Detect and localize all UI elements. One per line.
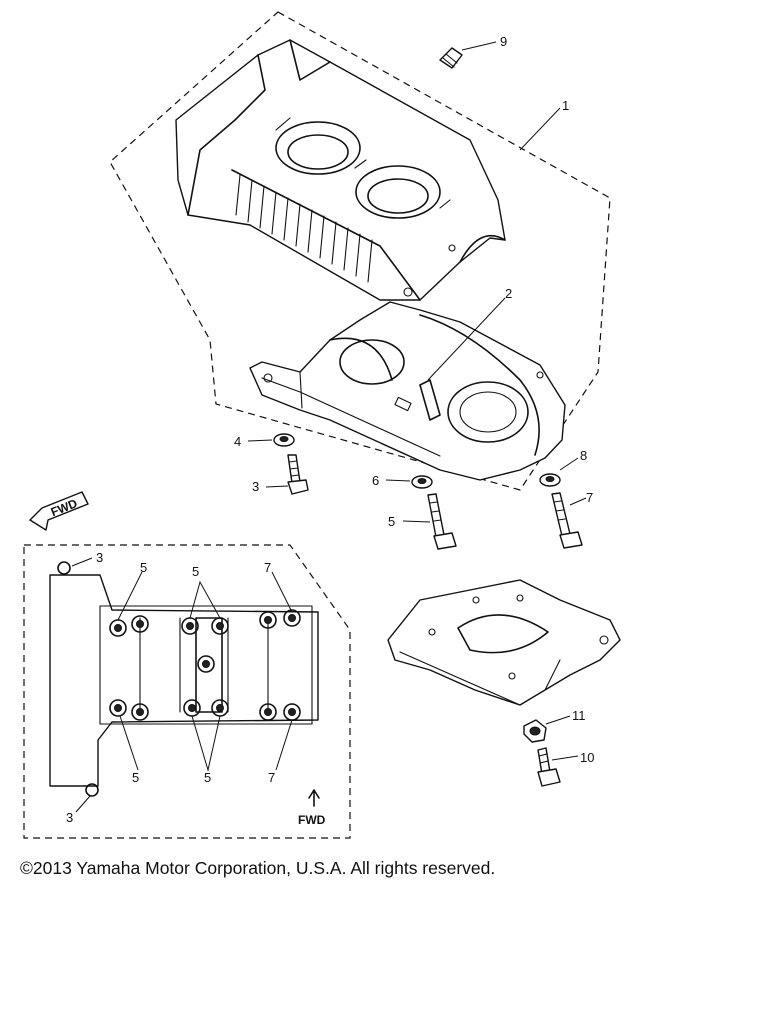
- callout-1: 1: [562, 98, 569, 113]
- washer-part-8: [539, 457, 579, 487]
- plug-part-9: [439, 41, 497, 69]
- fwd-arrow-icon: FWD: [29, 491, 89, 531]
- leader-part-1: [519, 107, 561, 151]
- fwd-arrow-label: FWD: [49, 496, 80, 519]
- inset-fwd-label: FWD: [298, 813, 326, 827]
- callout-4: 4: [234, 434, 241, 449]
- bolt-part-3: [265, 454, 309, 495]
- upper-crankcase: [175, 39, 506, 301]
- assembly-boundary: [109, 11, 611, 491]
- callout-5-inset-left-bottom: 5: [132, 770, 139, 785]
- washer-part-6: [385, 475, 433, 489]
- bottom-view-crankcase: FWD: [49, 557, 326, 827]
- lower-crankcase: [249, 301, 566, 481]
- callout-5-inset-center-bottom: 5: [204, 770, 211, 785]
- copyright-notice: ©2013 Yamaha Motor Corporation, U.S.A. A…: [20, 858, 496, 878]
- callout-7: 7: [586, 490, 593, 505]
- callout-3-inset-bottom: 3: [66, 810, 73, 825]
- callout-9: 9: [500, 34, 507, 49]
- callout-8: 8: [580, 448, 587, 463]
- leader-part-2: [427, 297, 506, 381]
- callout-11: 11: [572, 708, 586, 723]
- callout-5-inset-center-top: 5: [192, 564, 199, 579]
- bottom-view-boundary: [23, 544, 351, 839]
- bolt-part-5: [402, 493, 457, 550]
- callout-7-inset-top: 7: [264, 560, 271, 575]
- washer-part-4: [247, 433, 295, 447]
- bolt-part-10: [537, 747, 579, 787]
- callout-2: 2: [505, 286, 512, 301]
- callout-3-inset-top: 3: [96, 550, 103, 565]
- bolt-part-7: [551, 492, 587, 549]
- inset-fwd-arrow-icon: [308, 789, 320, 807]
- crankcase-exploded-diagram: FWD: [23, 11, 621, 839]
- nut-part-11: [523, 715, 571, 743]
- callout-5-inset-left-top: 5: [140, 560, 147, 575]
- callout-10: 10: [580, 750, 594, 765]
- callout-6: 6: [372, 473, 379, 488]
- callout-7-inset-bottom: 7: [268, 770, 275, 785]
- callout-3: 3: [252, 479, 259, 494]
- callout-5: 5: [388, 514, 395, 529]
- bracket-plate: [387, 579, 621, 706]
